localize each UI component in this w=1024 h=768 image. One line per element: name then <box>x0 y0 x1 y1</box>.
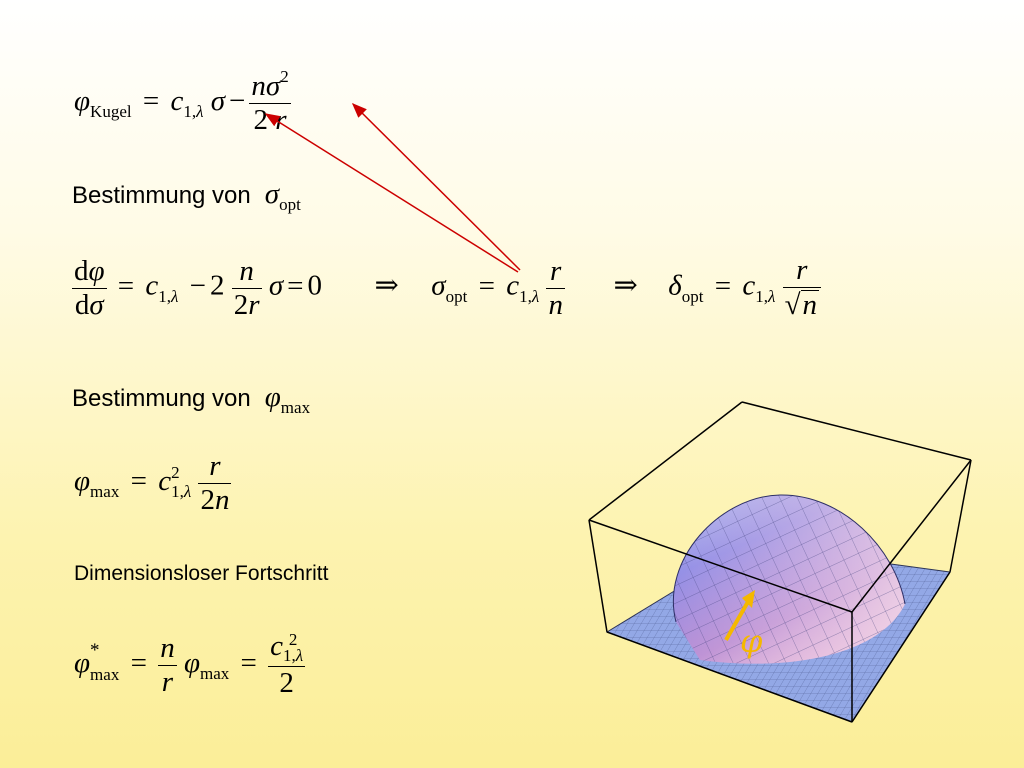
arrow-to-fraction <box>351 102 521 271</box>
fraction-r-sqrt-n: r√n <box>782 256 822 320</box>
implies-arrow-2: ⇒ <box>613 269 638 302</box>
sigma-opt-symbol: σ <box>431 269 446 302</box>
heading-bestimmung-phi: Bestimmung von φmax <box>72 381 311 417</box>
arrow-to-sigma <box>264 113 519 273</box>
phi-marker-label: φ <box>740 622 763 660</box>
heading-dimensionsloser-fortschritt: Dimensionsloser Fortschritt <box>74 562 329 585</box>
phi-marker-arrow <box>724 599 751 641</box>
implies-arrow-1: ⇒ <box>374 269 399 302</box>
dome-3d-plot: φ <box>588 401 972 723</box>
sigma-term: σ <box>210 85 226 118</box>
phi-symbol: φ <box>74 85 91 118</box>
heading-bestimmung-sigma: Bestimmung von σopt <box>72 178 301 214</box>
